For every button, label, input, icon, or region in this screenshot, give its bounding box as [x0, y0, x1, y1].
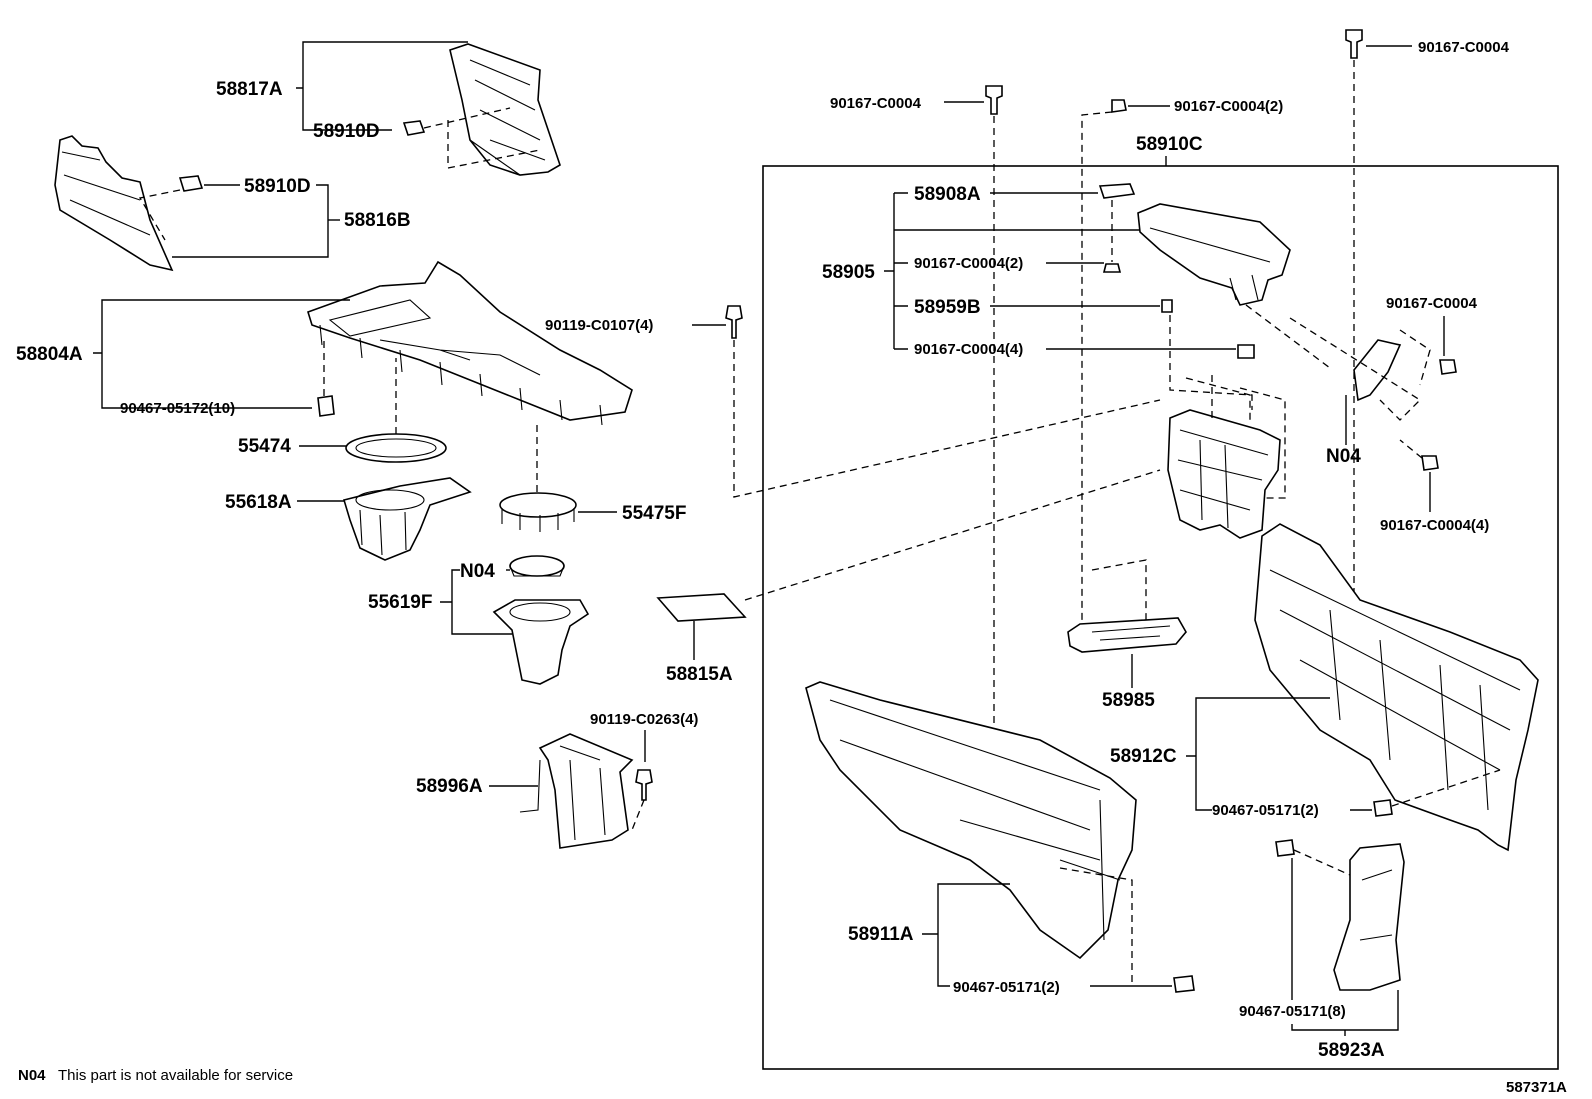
part-58815A-drawing: [656, 593, 747, 622]
label-58996A: 58996A: [416, 776, 483, 797]
label-58959B: 58959B: [914, 297, 981, 318]
part-55618A-drawing: [342, 477, 472, 561]
label-90167-top-mid: 90167-C0004(2): [1174, 98, 1283, 115]
label-58908A: 58908A: [914, 184, 981, 205]
bolt-90167-top-left: [985, 85, 1003, 115]
label-90167-right4: 90167-C0004(4): [1380, 517, 1489, 534]
dash-lid-to-box: [1169, 304, 1331, 410]
leader-58817A: [296, 41, 468, 131]
part-55475F-drawing: [499, 492, 577, 532]
label-90167-c2: 90167-C0004(2): [914, 255, 1023, 272]
part-N04-hinge-drawing: [1353, 339, 1402, 402]
label-55618A: 55618A: [225, 492, 292, 513]
footnote-code: N04: [18, 1067, 46, 1084]
part-58804A-drawing: [307, 260, 633, 426]
dash-90119-C0263: [631, 799, 645, 831]
label-58910C: 58910C: [1136, 134, 1203, 155]
label-58985: 58985: [1102, 690, 1155, 711]
part-58985-slots: [1091, 625, 1171, 641]
dash-58923A: [1293, 849, 1351, 876]
nut-90167-top-mid: [1111, 99, 1127, 113]
bolt-90167-c4: [1237, 344, 1255, 359]
label-55474: 55474: [238, 436, 291, 457]
label-58815A: 58815A: [666, 664, 733, 685]
label-58911A: 58911A: [848, 924, 914, 945]
part-55474-inner: [355, 438, 437, 458]
clip-58910D-mid: [178, 175, 204, 192]
clip-58910D-top: [402, 120, 426, 136]
clip-90467-05172: [317, 395, 335, 417]
part-55619F-drawing: [492, 599, 590, 685]
part-58816B-drawing: [54, 135, 174, 272]
assembly-frame: [762, 165, 1559, 1070]
part-58817A-drawing: [449, 43, 561, 176]
part-58908A-drawing: [1098, 183, 1136, 199]
leader-58804A: [93, 299, 350, 409]
label-58910D-mid: 58910D: [244, 176, 311, 197]
label-55475F: 55475F: [622, 503, 686, 524]
label-55619F: 55619F: [368, 592, 432, 613]
part-58923A-drawing: [1333, 843, 1405, 991]
label-90167-top-right: 90167-C0004: [1418, 39, 1510, 56]
dash-58910D-mid: [138, 189, 181, 241]
bolt-90119-C0107: [725, 305, 743, 339]
label-90467-05171-b: 90467-05171(2): [953, 979, 1060, 996]
bolt-90167-c2: [1102, 263, 1122, 273]
clip-58959B: [1161, 299, 1173, 313]
label-90167-top-left: 90167-C0004: [830, 95, 922, 112]
leader-58905: [884, 192, 908, 350]
dash-58910D-top: [423, 107, 541, 169]
label-58923A: 58923A: [1318, 1040, 1385, 1061]
part-armrest-lid-drawing: [1137, 203, 1291, 306]
dash-90467-05171-a: [1391, 769, 1501, 807]
bolt-90167-top-right: [1345, 29, 1363, 59]
leader-58910D-mid: [172, 184, 329, 258]
part-N04-cup-side: [509, 565, 565, 577]
clip-90467-05171-b: [1173, 975, 1195, 993]
leader-90467-05171-8: [1291, 858, 1399, 1036]
label-90467-05171-8: 90467-05171(8): [1239, 1003, 1346, 1020]
label-58817A: 58817A: [216, 79, 283, 100]
part-58911A-drawing: [805, 681, 1137, 960]
label-N04-right: N04: [1326, 446, 1361, 467]
label-58905: 58905: [822, 262, 875, 283]
label-90167-right: 90167-C0004: [1386, 295, 1478, 312]
label-58910D-top: 58910D: [313, 121, 380, 142]
leader-58911A: [922, 883, 1010, 987]
label-90467-05172: 90467-05172(10): [120, 400, 235, 417]
bolt-90167-right: [1439, 359, 1457, 375]
label-90467-05171-a: 90467-05171(2): [1212, 802, 1319, 819]
dash-box-top: [1185, 375, 1286, 499]
part-58985-drawing: [1067, 617, 1187, 653]
figure-id: 587371A: [1506, 1079, 1567, 1096]
footnote-text: This part is not available for service: [58, 1067, 293, 1084]
part-55474-drawing: [345, 433, 447, 463]
part-58912C-drawing: [1254, 523, 1539, 852]
dash-58911A: [1059, 867, 1133, 985]
leader-55619F: [440, 569, 512, 635]
part-console-box-drawing: [1167, 409, 1281, 539]
bolt-90119-C0263: [635, 769, 653, 801]
dash-hinge: [1289, 317, 1431, 421]
label-90119-C0263: 90119-C0263(4): [590, 711, 698, 728]
label-58804A: 58804A: [16, 344, 83, 365]
label-90119-C0107: 90119-C0107(4): [545, 317, 653, 334]
dash-58985: [1091, 559, 1147, 622]
part-N04-cup-drawing: [509, 555, 565, 577]
dash-90167-right4: [1399, 439, 1423, 459]
part-58996A-drawing: [519, 733, 634, 849]
label-N04-left: N04: [460, 561, 495, 582]
label-58912C: 58912C: [1110, 746, 1177, 767]
bolt-90167-right4: [1421, 455, 1439, 471]
dash-90119-C0107: [733, 340, 1161, 498]
label-58816B: 58816B: [344, 210, 411, 231]
leader-58912C: [1186, 697, 1330, 811]
clip-90467-05171-a: [1373, 799, 1393, 817]
clip-90467-05171-8: [1275, 839, 1295, 857]
dash-90167-top-mid: [1081, 111, 1113, 640]
label-90167-c4: 90167-C0004(4): [914, 341, 1023, 358]
dash-58815A: [744, 469, 1161, 601]
